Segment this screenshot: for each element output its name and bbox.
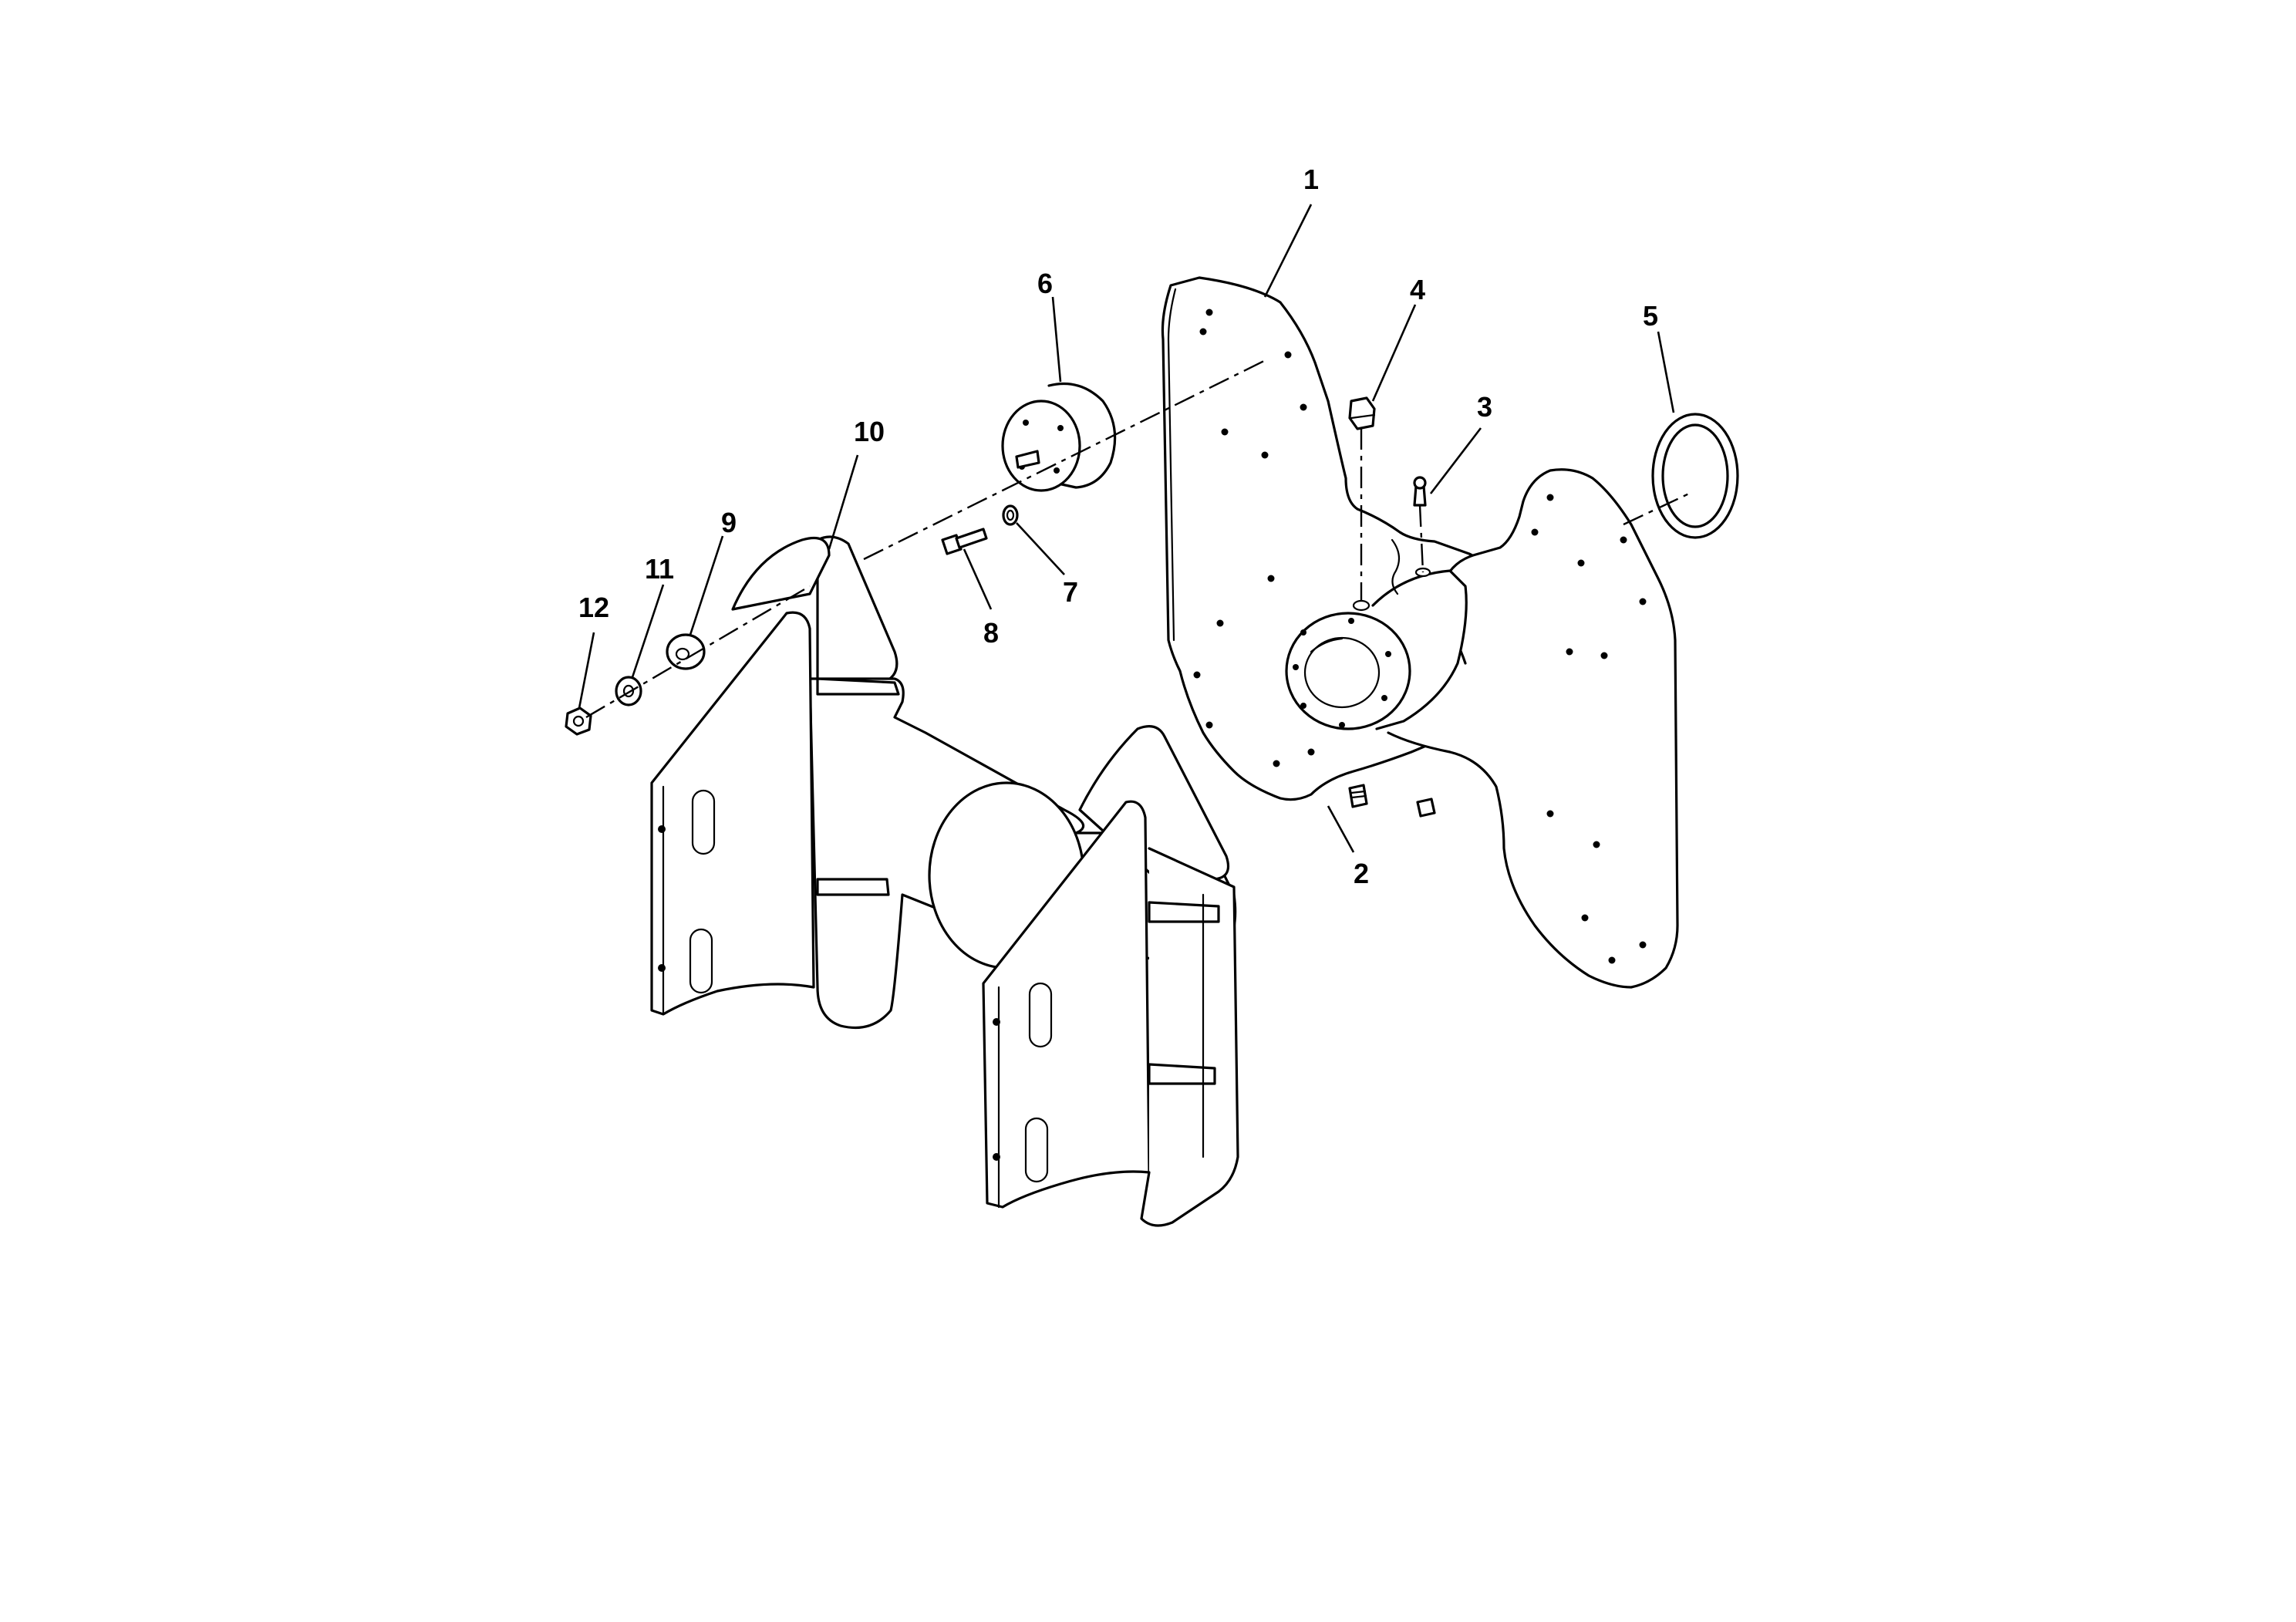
grease-nipple-part-3 [1413,476,1427,507]
callout-8: 8 [983,617,999,649]
axis-nipple [1418,504,1424,573]
callout-10: 10 [854,416,885,447]
leader-lines [578,204,1675,853]
bolt-part-8 [941,528,988,555]
rubber-mount-part-6 [1001,382,1117,492]
set-screw-part-2 [1348,784,1368,808]
set-screw-small [1416,798,1436,818]
callout-3: 3 [1477,391,1492,423]
seal-ring-part-5 [1651,413,1739,539]
callout-2: 2 [1354,858,1369,889]
callout-9: 9 [721,507,737,538]
callout-6: 6 [1037,268,1053,299]
washer-part-11 [615,676,642,706]
callout-7: 7 [1063,576,1078,608]
plug-part-4 [1348,396,1376,430]
callout-11: 11 [645,553,674,585]
frame-part-10 [650,535,1239,1227]
assembly-lines [585,357,1690,719]
callout-1: 1 [1303,164,1319,195]
callout-4: 4 [1410,274,1425,305]
washer-part-9 [666,633,706,670]
washer-part-7 [1002,504,1019,526]
nut-part-12 [565,706,592,736]
bearing-housing [1285,538,1468,730]
axis-ring [1623,492,1690,526]
callout-5: 5 [1643,300,1658,332]
callouts: 1 2 3 4 5 6 7 8 9 10 11 12 [578,164,1658,889]
callout-12: 12 [578,592,609,623]
axis-fasteners [585,585,811,719]
axis-bolt-to-plate [863,357,1269,561]
